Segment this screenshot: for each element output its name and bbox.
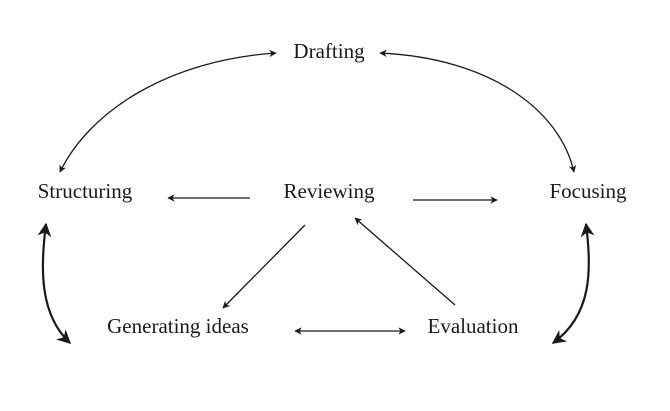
arrow-evaluation-reviewing <box>354 217 456 306</box>
arrow-drafting-focusing <box>379 49 577 173</box>
node-structuring: Structuring <box>38 179 133 203</box>
node-drafting: Drafting <box>293 39 365 63</box>
node-focusing: Focusing <box>549 179 627 203</box>
arrow-reviewing-generating <box>222 224 306 309</box>
node-evaluation: Evaluation <box>428 314 519 338</box>
node-reviewing: Reviewing <box>284 179 375 203</box>
node-generating-ideas: Generating ideas <box>107 314 249 338</box>
arrow-focusing-evaluation <box>551 222 595 344</box>
arrow-drafting-structuring <box>59 49 277 173</box>
arrow-structuring-generating <box>37 222 72 344</box>
